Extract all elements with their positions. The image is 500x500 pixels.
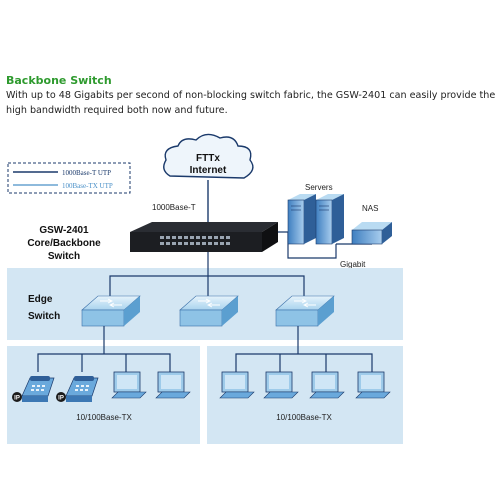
- ip-badge-1: [12, 392, 22, 402]
- gigabit-label: Gigabit: [340, 260, 366, 269]
- section-description: With up to 48 Gigabits per second of non…: [6, 90, 496, 116]
- left-device-bus: [37, 353, 171, 372]
- uplink-label: 1000Base-T: [152, 203, 196, 212]
- core-label-line-3: Switch: [48, 251, 80, 262]
- servers: [287, 194, 344, 245]
- edge-label-line-1: Edge: [28, 294, 53, 305]
- cloud-line-2: Internet: [190, 165, 227, 176]
- section-title: Backbone Switch: [6, 74, 112, 87]
- pc-right-3: [309, 371, 345, 399]
- right-group-label: 10/100Base-TX: [276, 413, 332, 422]
- legend-label-gigabit: 1000Base-T UTP: [62, 169, 111, 177]
- pc-left-2: [155, 371, 191, 399]
- ip-badge-2: [56, 392, 66, 402]
- edge-switch-1: [81, 295, 141, 327]
- legend-label-fast: 100Base-TX UTP: [62, 182, 113, 190]
- core-switch: [130, 222, 278, 252]
- ip-badge-1-text: IP: [14, 396, 20, 402]
- cloud-line-1: FTTx: [196, 153, 220, 164]
- core-to-servers-link: [278, 231, 337, 259]
- core-label-line-1: GSW-2401: [39, 225, 89, 236]
- nas-label: NAS: [362, 204, 378, 213]
- core-label-line-2: Core/Backbone: [27, 238, 101, 249]
- ip-badge-2-text: IP: [58, 396, 64, 402]
- nas: [351, 222, 392, 245]
- left-group-label: 10/100Base-TX: [76, 413, 132, 422]
- edge-switch-3: [275, 295, 335, 327]
- pc-right-2: [263, 371, 299, 399]
- pc-left-1: [111, 371, 147, 399]
- legend: 1000Base-T UTP 100Base-TX UTP: [7, 162, 131, 194]
- ip-phone-2: IP: [56, 376, 99, 402]
- pc-right-1: [219, 371, 255, 399]
- pc-right-4: [355, 371, 391, 399]
- edge-switch-2: [179, 295, 239, 327]
- edge-label-line-2: Switch: [28, 311, 60, 322]
- legend-box: [7, 162, 131, 194]
- right-device-bus: [235, 353, 373, 372]
- ip-phone-1: IP: [12, 376, 55, 402]
- internet-cloud: FTTx Internet: [163, 133, 254, 179]
- servers-label: Servers: [305, 183, 333, 192]
- edge-bus-line: [109, 275, 305, 296]
